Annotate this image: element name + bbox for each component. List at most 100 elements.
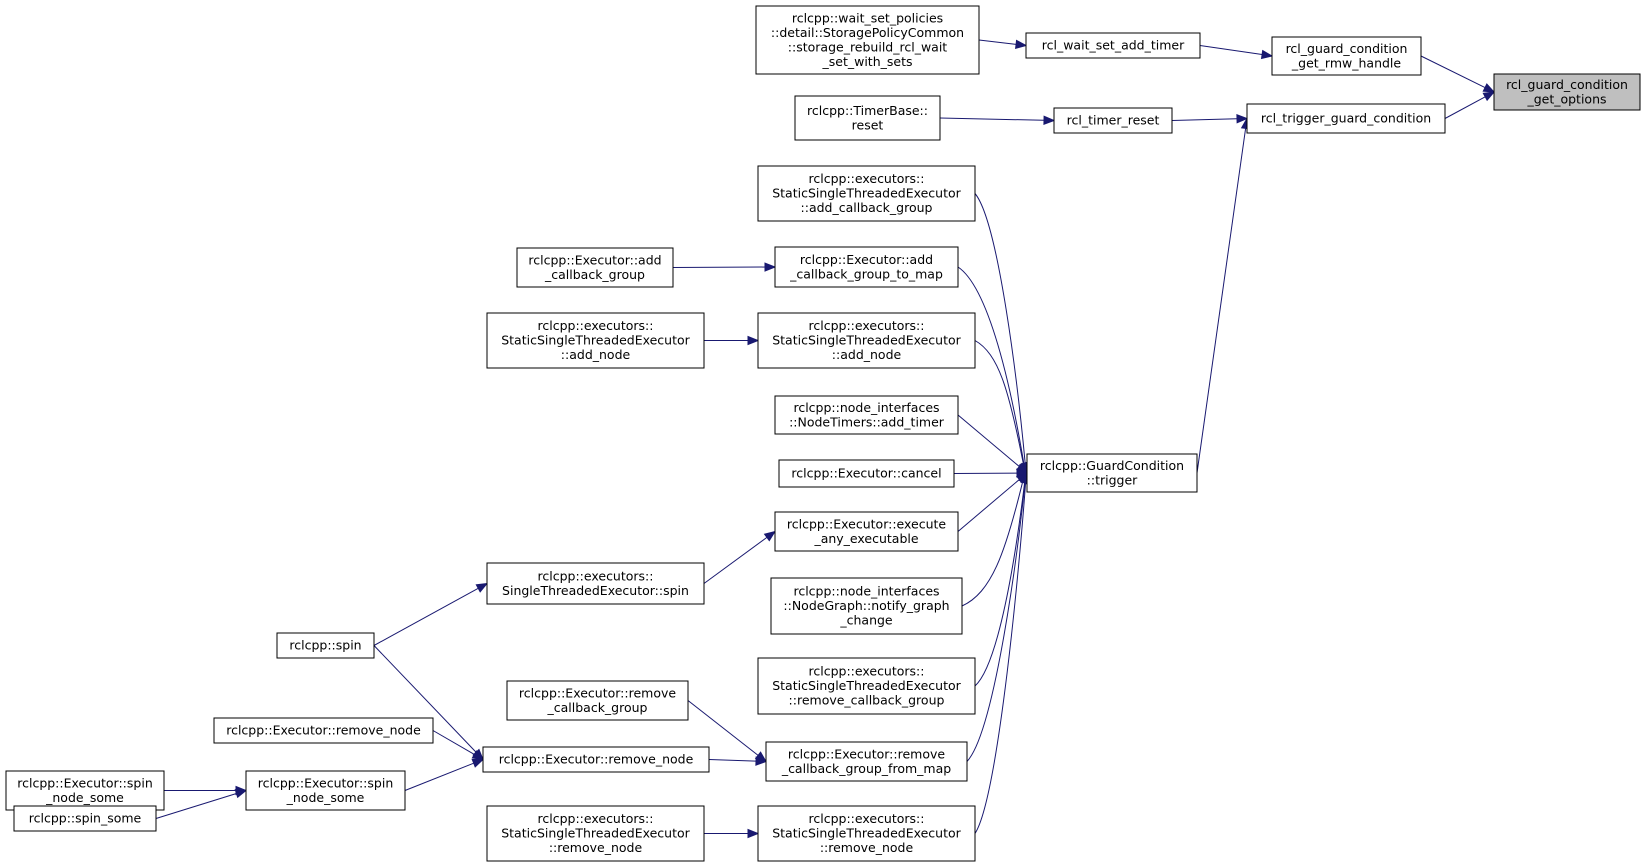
node-box bbox=[774, 511, 959, 552]
node-label-line: rclcpp::executors:: bbox=[538, 568, 654, 583]
node-label-line: _get_options bbox=[1526, 91, 1606, 106]
node-label-line: rclcpp::executors:: bbox=[538, 318, 654, 333]
node-label-line: rcl_wait_set_add_timer bbox=[1042, 38, 1185, 53]
node-box bbox=[1246, 103, 1446, 134]
edge-arrowhead-get_rmw_handle-to-get_options bbox=[1482, 83, 1496, 93]
node-label-line: rclcpp::executors:: bbox=[809, 664, 925, 679]
node-gc_trigger[interactable]: rclcpp::GuardCondition::trigger bbox=[1026, 453, 1198, 493]
node-get_rmw_handle[interactable]: rcl_guard_condition_get_rmw_handle bbox=[1271, 36, 1422, 76]
node-box bbox=[778, 459, 955, 488]
node-box bbox=[276, 632, 375, 659]
node-box bbox=[5, 770, 165, 811]
node-label-line: _callback_group bbox=[544, 267, 645, 282]
node-label-line: rclcpp::Executor::remove_node bbox=[226, 723, 421, 738]
edge-nodetimers_add_timer-to-gc_trigger bbox=[957, 414, 1020, 467]
node-exec_remove_cb_group_from_map[interactable]: rclcpp::Executor::remove_callback_group_… bbox=[765, 741, 968, 782]
edge-arrowhead-trigger_gc-to-get_options bbox=[1482, 91, 1496, 102]
node-label-line: rcl_trigger_guard_condition bbox=[1261, 111, 1431, 126]
node-box bbox=[755, 5, 980, 75]
edge-nodegraph_notify-to-gc_trigger bbox=[961, 481, 1024, 607]
edge-arrowhead-sste_add_node_l-to-sste_add_node_r bbox=[747, 335, 760, 346]
node-wait_set_add_timer[interactable]: rcl_wait_set_add_timer bbox=[1025, 32, 1201, 59]
node-label-line: rclcpp::Executor::execute bbox=[787, 516, 947, 531]
edge-arrowhead-exec_add_cb_group-to-exec_add_cb_group_to_map bbox=[764, 262, 777, 272]
node-box bbox=[482, 746, 710, 773]
node-label-line: ::remove_node bbox=[549, 840, 643, 855]
node-box bbox=[213, 717, 434, 744]
node-exec_add_cb_group_to_map[interactable]: rclcpp::Executor::add_callback_group_to_… bbox=[774, 246, 959, 288]
edge-arrowhead-sste_remove_node_l-to-sste_remove_node_r bbox=[747, 828, 760, 839]
node-trigger_gc[interactable]: rcl_trigger_guard_condition bbox=[1246, 103, 1446, 134]
node-box bbox=[1493, 73, 1641, 111]
node-exec_spin_node_some_l[interactable]: rclcpp::Executor::spin_node_some bbox=[5, 770, 165, 811]
node-exec_cancel[interactable]: rclcpp::Executor::cancel bbox=[778, 459, 955, 488]
node-label-line: rclcpp::executors:: bbox=[809, 171, 925, 186]
node-label-line: StaticSingleThreadedExecutor bbox=[772, 186, 961, 201]
node-sste_remove_node_l[interactable]: rclcpp::executors::StaticSingleThreadedE… bbox=[486, 805, 705, 862]
node-box bbox=[486, 805, 705, 862]
node-label-line: rclcpp::TimerBase:: bbox=[807, 103, 928, 118]
node-timer_reset[interactable]: rcl_timer_reset bbox=[1053, 107, 1173, 134]
edge-rclcpp_spin-to-ste_spin bbox=[373, 587, 479, 646]
edge-sste_remove_node_r-to-gc_trigger bbox=[974, 482, 1027, 834]
node-label-line: rcl_timer_reset bbox=[1067, 113, 1160, 128]
edge-arrowhead-exec_remove_node_m-to-exec_remove_cb_group_from_map bbox=[755, 756, 768, 766]
node-label-line: ::NodeTimers::add_timer bbox=[789, 414, 945, 429]
node-label-line: StaticSingleThreadedExecutor bbox=[772, 333, 961, 348]
node-label-line: StaticSingleThreadedExecutor bbox=[772, 678, 961, 693]
node-rclcpp_spin[interactable]: rclcpp::spin bbox=[276, 632, 375, 659]
edge-exec_remove_cb_group-to-exec_remove_cb_group_from_map bbox=[687, 700, 759, 756]
node-sste_remove_node_r[interactable]: rclcpp::executors::StaticSingleThreadedE… bbox=[757, 805, 976, 862]
node-box bbox=[506, 680, 689, 721]
node-box bbox=[757, 312, 976, 369]
node-exec_spin_node_some_m[interactable]: rclcpp::Executor::spin_node_some bbox=[245, 770, 406, 811]
node-label-line: ::NodeGraph::notify_graph bbox=[783, 598, 949, 613]
edge-exec_spin_node_some_m-to-exec_remove_node_m bbox=[404, 762, 474, 791]
edge-exec_remove_node_l-to-exec_remove_node_m bbox=[432, 730, 475, 755]
node-box bbox=[774, 395, 959, 435]
node-label-line: ::remove_node bbox=[820, 840, 914, 855]
node-get_options[interactable]: rcl_guard_condition_get_options bbox=[1493, 73, 1641, 111]
node-box bbox=[757, 805, 976, 862]
node-label-line: ::trigger bbox=[1087, 472, 1138, 487]
node-exec_execute_any[interactable]: rclcpp::Executor::execute_any_executable bbox=[774, 511, 959, 552]
node-nodegraph_notify[interactable]: rclcpp::node_interfaces::NodeGraph::noti… bbox=[770, 577, 963, 635]
node-exec_add_cb_group[interactable]: rclcpp::Executor::add_callback_group bbox=[516, 247, 674, 288]
node-nodetimers_add_timer[interactable]: rclcpp::node_interfaces::NodeTimers::add… bbox=[774, 395, 959, 435]
node-box bbox=[486, 562, 705, 605]
node-box bbox=[516, 247, 674, 288]
node-rclcpp_spin_some[interactable]: rclcpp::spin_some bbox=[13, 805, 157, 832]
node-sste_remove_cb_group[interactable]: rclcpp::executors::StaticSingleThreadedE… bbox=[757, 657, 976, 715]
edge-rclcpp_spin-to-exec_remove_node_m bbox=[373, 645, 477, 753]
node-label-line: rclcpp::node_interfaces bbox=[793, 400, 939, 415]
node-label-line: StaticSingleThreadedExecutor bbox=[501, 826, 690, 841]
node-label-line: ::add_node bbox=[561, 347, 631, 362]
node-label-line: rclcpp::Executor::add bbox=[800, 252, 933, 267]
node-label-line: rclcpp::Executor::remove bbox=[788, 746, 945, 761]
node-sste_add_node_l[interactable]: rclcpp::executors::StaticSingleThreadedE… bbox=[486, 312, 705, 369]
node-exec_remove_cb_group[interactable]: rclcpp::Executor::remove_callback_group bbox=[506, 680, 689, 721]
node-exec_remove_node_m[interactable]: rclcpp::Executor::remove_node bbox=[482, 746, 710, 773]
node-label-line: rclcpp::node_interfaces bbox=[793, 584, 939, 599]
node-label-line: SingleThreadedExecutor::spin bbox=[502, 583, 689, 598]
node-label-line: rcl_guard_condition bbox=[1506, 77, 1628, 92]
node-sste_add_node_r[interactable]: rclcpp::executors::StaticSingleThreadedE… bbox=[757, 312, 976, 369]
edge-sste_remove_cb_group-to-gc_trigger bbox=[974, 482, 1026, 687]
node-label-line: rcl_guard_condition bbox=[1286, 41, 1408, 56]
node-label-line: _node_some bbox=[45, 790, 124, 805]
node-label-line: rclcpp::wait_set_policies bbox=[792, 10, 943, 25]
node-label-line: ::add_node bbox=[832, 347, 902, 362]
edge-get_rmw_handle-to-get_options bbox=[1420, 55, 1486, 89]
node-timerbase_reset[interactable]: rclcpp::TimerBase::reset bbox=[794, 95, 941, 141]
node-storage_rebuild[interactable]: rclcpp::wait_set_policies::detail::Stora… bbox=[755, 5, 980, 75]
node-ste_spin[interactable]: rclcpp::executors::SingleThreadedExecuto… bbox=[486, 562, 705, 605]
node-sste_add_cb_group[interactable]: rclcpp::executors::StaticSingleThreadedE… bbox=[757, 165, 976, 222]
node-label-line: _set_with_sets bbox=[822, 54, 913, 69]
edge-sste_add_node_r-to-gc_trigger bbox=[974, 340, 1024, 464]
node-label-line: ::detail::StoragePolicyCommon bbox=[771, 25, 964, 40]
node-label-line: _any_executable bbox=[813, 531, 918, 546]
node-exec_remove_node_l[interactable]: rclcpp::Executor::remove_node bbox=[213, 717, 434, 744]
edge-arrowhead-rclcpp_spin_some-to-exec_spin_node_some_m bbox=[234, 789, 248, 799]
node-box bbox=[245, 770, 406, 811]
edge-trigger_gc-to-get_options bbox=[1444, 96, 1486, 119]
